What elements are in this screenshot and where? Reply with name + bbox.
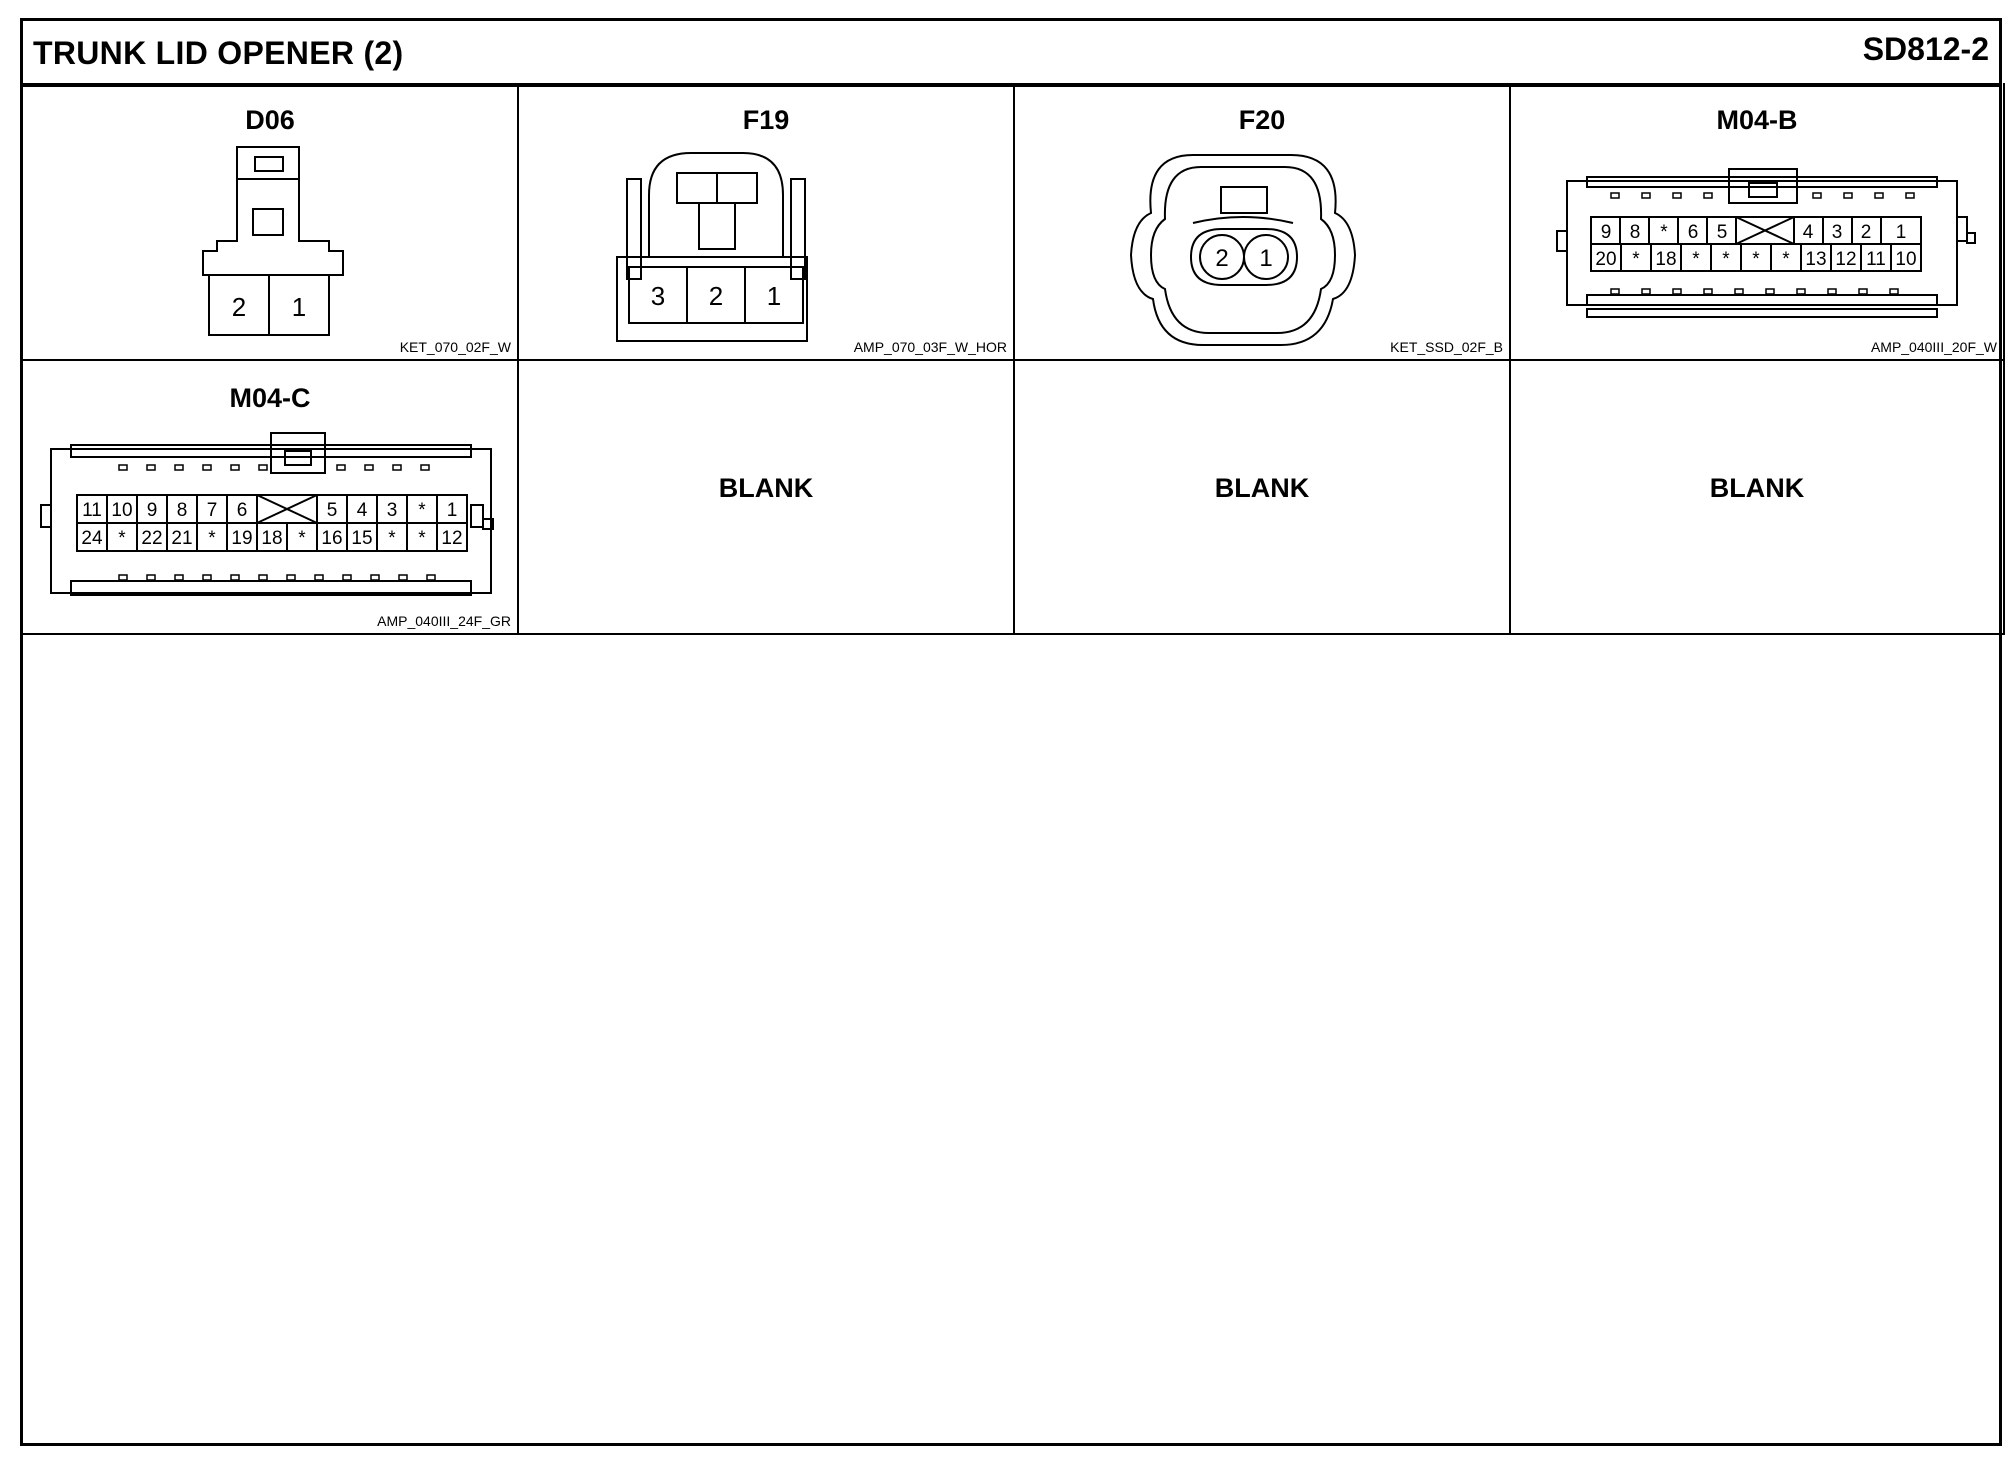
pin-label: 1 (447, 500, 458, 521)
part-number: KET_SSD_02F_B (1390, 339, 1503, 355)
pin-label: 13 (1805, 249, 1826, 270)
connector-label: M04-B (1716, 105, 1798, 135)
pin-label: 22 (141, 528, 162, 549)
pin-label: 4 (357, 500, 368, 521)
connector-f20-drawing: 2 1 (1129, 154, 1357, 346)
pin-label: * (1782, 249, 1790, 270)
pin-label: 11 (1866, 249, 1886, 270)
pin-label: * (1722, 249, 1730, 270)
pin-label: 8 (177, 500, 188, 521)
pin-label: 10 (111, 500, 132, 521)
part-number: KET_070_02F_W (399, 339, 511, 355)
pin-label: * (388, 528, 396, 549)
connector-cell-m04-b: M04-B (1511, 83, 2005, 361)
pin-label: 1 (1259, 245, 1272, 272)
pin-label: 16 (321, 528, 342, 549)
pin-label: * (1660, 222, 1668, 243)
pin-label: * (418, 500, 426, 521)
connector-d06-drawing: 2 1 (202, 146, 344, 336)
connector-cell-d06: D06 2 1 KET_070_02F_W (23, 83, 519, 361)
pin-label: 7 (207, 500, 218, 521)
pin-label: 18 (261, 528, 282, 549)
sheet-code: SD812-2 (1862, 31, 1989, 67)
pin-label: 24 (81, 528, 103, 549)
connector-label: F19 (742, 105, 790, 135)
connector-label: D06 (245, 105, 295, 135)
pin-label: 2 (1861, 222, 1872, 243)
pin-label: 3 (387, 500, 398, 521)
blank-cell: BLANK (1015, 361, 1511, 635)
pin-label: 12 (1835, 249, 1856, 270)
pin-label: * (1752, 249, 1760, 270)
part-number: AMP_040III_20F_W (1870, 339, 1997, 355)
page-title: TRUNK LID OPENER (2) (33, 35, 404, 71)
blank-label: BLANK (718, 473, 814, 503)
pin-label: 2 (709, 281, 723, 311)
pin-label: 1 (1896, 222, 1907, 243)
pin-label: 21 (171, 528, 192, 549)
pin-label: * (118, 528, 126, 549)
pin-label: 3 (1832, 222, 1843, 243)
connector-label: F20 (1238, 105, 1286, 135)
pin-label: 10 (1895, 249, 1916, 270)
sheet-header: TRUNK LID OPENER (2) SD812-2 (23, 21, 1999, 87)
blank-label: BLANK (1709, 473, 1805, 503)
pin-label: * (1632, 249, 1640, 270)
blank-cell: BLANK (1511, 361, 2005, 635)
pin-label: 15 (351, 528, 372, 549)
pin-label: 11 (82, 500, 102, 521)
pin-label: * (1692, 249, 1700, 270)
part-number: AMP_070_03F_W_HOR (853, 339, 1007, 355)
pin-label: 4 (1803, 222, 1814, 243)
connector-cell-f19: F19 3 2 1 AMP_070_03F_W_HOR (519, 83, 1015, 361)
part-number: AMP_040III_24F_GR (377, 613, 511, 629)
pin-label: 1 (292, 292, 306, 322)
connector-cell-f20: F20 2 1 KET_SSD_02F_B (1015, 83, 1511, 361)
pin-label: 18 (1655, 249, 1676, 270)
pin-label: * (298, 528, 306, 549)
pin-label: 2 (232, 292, 246, 322)
pin-label: 12 (441, 528, 462, 549)
blank-label: BLANK (1214, 473, 1310, 503)
pin-label: 1 (767, 281, 781, 311)
pin-label: 3 (651, 281, 665, 311)
connector-m04-b-drawing: 9 8 * 6 5 4 3 2 1 20 * 18 * * * * 13 (1556, 168, 1976, 318)
pin-label: 6 (1688, 222, 1699, 243)
blank-cell: BLANK (519, 361, 1015, 635)
pin-label: 5 (327, 500, 338, 521)
pin-label: 8 (1630, 222, 1641, 243)
connector-cell-m04-c: M04-C (23, 361, 519, 635)
pin-label: * (418, 528, 426, 549)
pin-label: * (208, 528, 216, 549)
pin-label: 2 (1215, 245, 1228, 272)
pin-label: 6 (237, 500, 248, 521)
wiring-diagram-sheet: TRUNK LID OPENER (2) SD812-2 D06 2 1 KET… (20, 18, 2005, 1446)
connector-f19-drawing: 3 2 1 (616, 152, 808, 342)
pin-label: 5 (1717, 222, 1728, 243)
pin-label: 9 (1601, 222, 1612, 243)
pin-label: 9 (147, 500, 158, 521)
pin-label: 19 (231, 528, 252, 549)
pin-label: 20 (1595, 249, 1616, 270)
connector-m04-c-drawing: 11 10 9 8 7 6 5 4 3 * 1 24 * 22 21 * 19 (40, 432, 494, 596)
connector-label: M04-C (229, 383, 311, 413)
